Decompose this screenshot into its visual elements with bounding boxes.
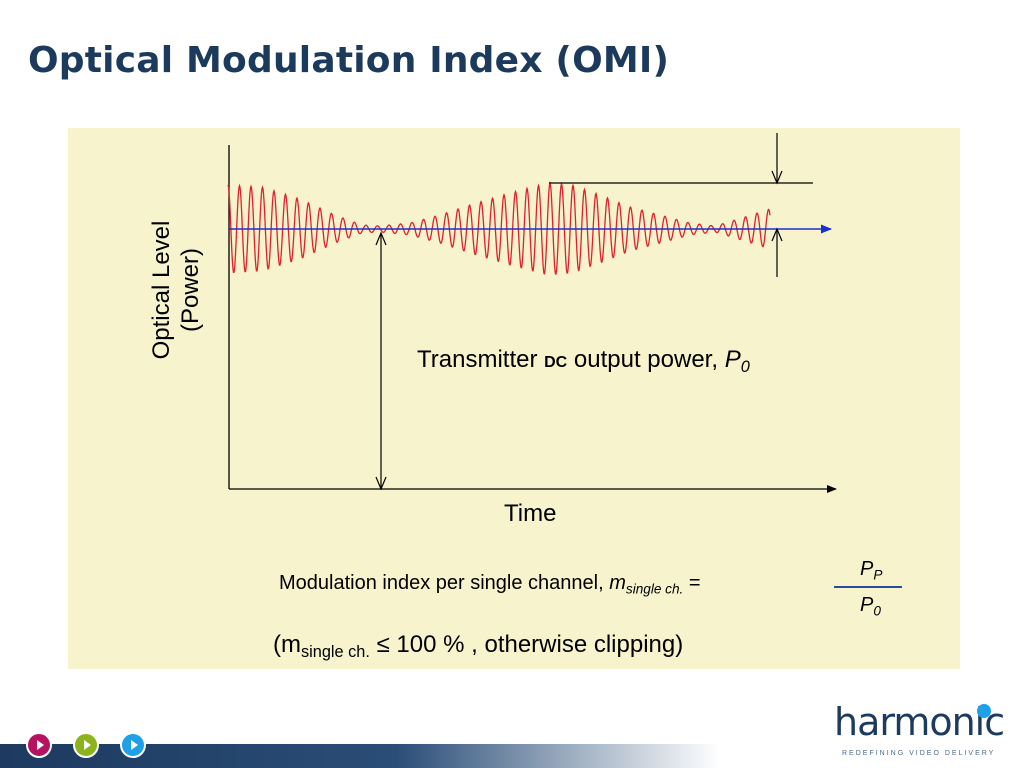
m-subscript: single ch. bbox=[625, 581, 684, 597]
logo-tagline: REDEFINING VIDEO DELIVERY bbox=[842, 750, 996, 757]
numerator-symbol: P bbox=[860, 558, 874, 580]
m-symbol: m bbox=[609, 572, 626, 594]
modulated-signal-waveform bbox=[227, 180, 771, 275]
numerator-subscript: P bbox=[873, 567, 883, 583]
pp-arrow-head-top bbox=[771, 170, 783, 185]
dc-power-label-dc: DC bbox=[544, 354, 568, 371]
diagram-panel bbox=[68, 128, 960, 669]
play-icon bbox=[37, 740, 44, 750]
dc-power-label: Transmitter DC output power, P0 bbox=[417, 346, 750, 377]
clipping-note-subscript: single ch. bbox=[300, 643, 370, 662]
clipping-note-condition: ≤ 100 % , otherwise clipping) bbox=[369, 631, 684, 658]
equals-sign: = bbox=[683, 572, 701, 594]
clipping-note-open: (m bbox=[273, 631, 301, 658]
y-axis-label-line1: Optical Level bbox=[148, 220, 175, 360]
nav-button-play[interactable] bbox=[73, 732, 99, 758]
x-axis-label: Time bbox=[504, 500, 557, 527]
p0-arrow-head-top bbox=[375, 231, 387, 246]
fraction-bar bbox=[834, 586, 902, 588]
play-icon bbox=[131, 740, 138, 750]
harmonic-logo: harmonic REDEFINING VIDEO DELIVERY bbox=[834, 700, 1005, 760]
clipping-note: (msingle ch. ≤ 100 % , otherwise clippin… bbox=[273, 631, 683, 662]
p0-symbol: P bbox=[724, 346, 741, 373]
nav-button-previous[interactable] bbox=[26, 732, 52, 758]
denominator-symbol: P bbox=[860, 594, 874, 616]
footer-bar bbox=[0, 744, 720, 768]
modulation-index-label: Modulation index per single channel, msi… bbox=[279, 572, 701, 596]
slide-title: Optical Modulation Index (OMI) bbox=[28, 40, 670, 81]
modulation-index-label-prefix: Modulation index per single channel, bbox=[279, 572, 610, 594]
dc-power-label-prefix: Transmitter bbox=[417, 346, 545, 373]
fraction-denominator: P0 bbox=[860, 594, 881, 618]
pp-arrow-head-bottom bbox=[771, 227, 783, 242]
nav-button-next[interactable] bbox=[120, 732, 146, 758]
dc-power-label-suffix: output power, bbox=[567, 346, 725, 373]
y-axis-label-line2: (Power) bbox=[177, 248, 204, 333]
p0-arrow-head-bottom bbox=[375, 476, 387, 491]
play-icon bbox=[84, 740, 91, 750]
p0-subscript: 0 bbox=[740, 358, 750, 377]
fraction-numerator: PP bbox=[860, 558, 882, 582]
logo-play-mark-icon bbox=[977, 704, 991, 718]
logo-wordmark: harmonic bbox=[834, 700, 1005, 744]
y-axis-label: Optical Level (Power) bbox=[147, 160, 205, 420]
denominator-subscript: 0 bbox=[873, 603, 881, 619]
